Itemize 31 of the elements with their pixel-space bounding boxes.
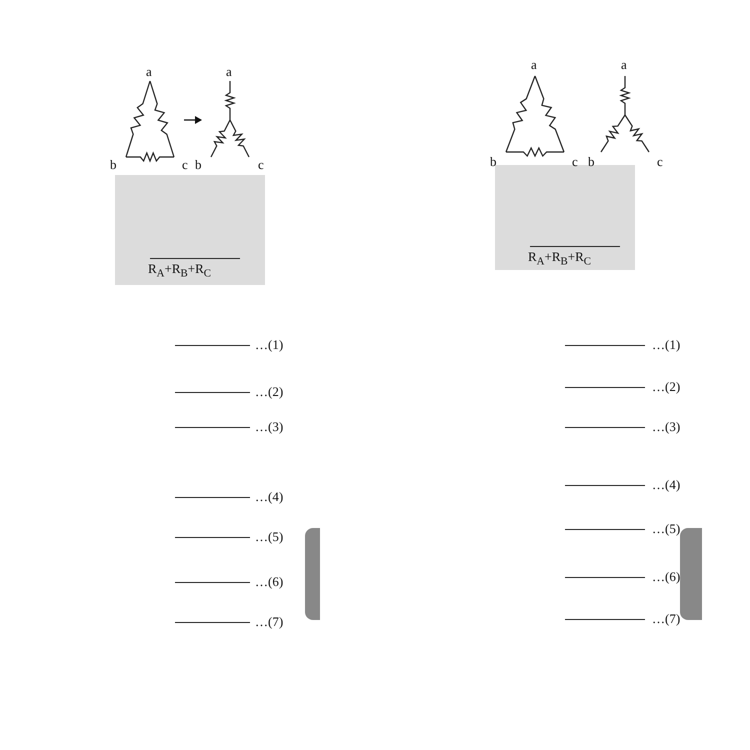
terminal-letter: a [621,58,627,72]
equation-number: …(4) [255,490,284,504]
formula-denominator: R$_{A}$+R$_{B}$+R$_{C}$ [528,250,591,269]
equation-number: …(7) [255,615,284,629]
equation-number: …(4) [652,478,680,492]
terminal-letter: b [490,155,496,169]
terminal-letter: c [657,155,663,169]
side-tab [305,528,320,620]
equation-number: …(6) [255,575,284,589]
equation-number: …(2) [652,380,680,394]
terminal-letter: a [531,58,537,72]
terminal-letter: c [182,158,188,172]
terminal-letter: a [146,65,152,79]
equation-number: …(5) [255,530,284,544]
equation-number: …(1) [652,338,680,352]
equation-number: …(3) [652,420,680,434]
equation-number: …(1) [255,338,284,352]
formula-denominator: R$_{A}$+R$_{B}$+R$_{C}$ [148,262,211,281]
equation-number: …(2) [255,385,284,399]
terminal-letter: a [226,65,232,79]
terminal-letter: c [572,155,578,169]
arrow [184,116,202,124]
terminal-letter: c [258,158,264,172]
terminal-letter: b [110,158,116,172]
equation-number: …(5) [652,522,680,536]
terminal-letter: b [588,155,594,169]
terminal-letter: b [195,158,202,172]
equation-number: …(7) [652,612,680,626]
side-tab [680,528,702,620]
equation-number: …(6) [652,570,680,584]
equation-number: …(3) [255,420,284,434]
